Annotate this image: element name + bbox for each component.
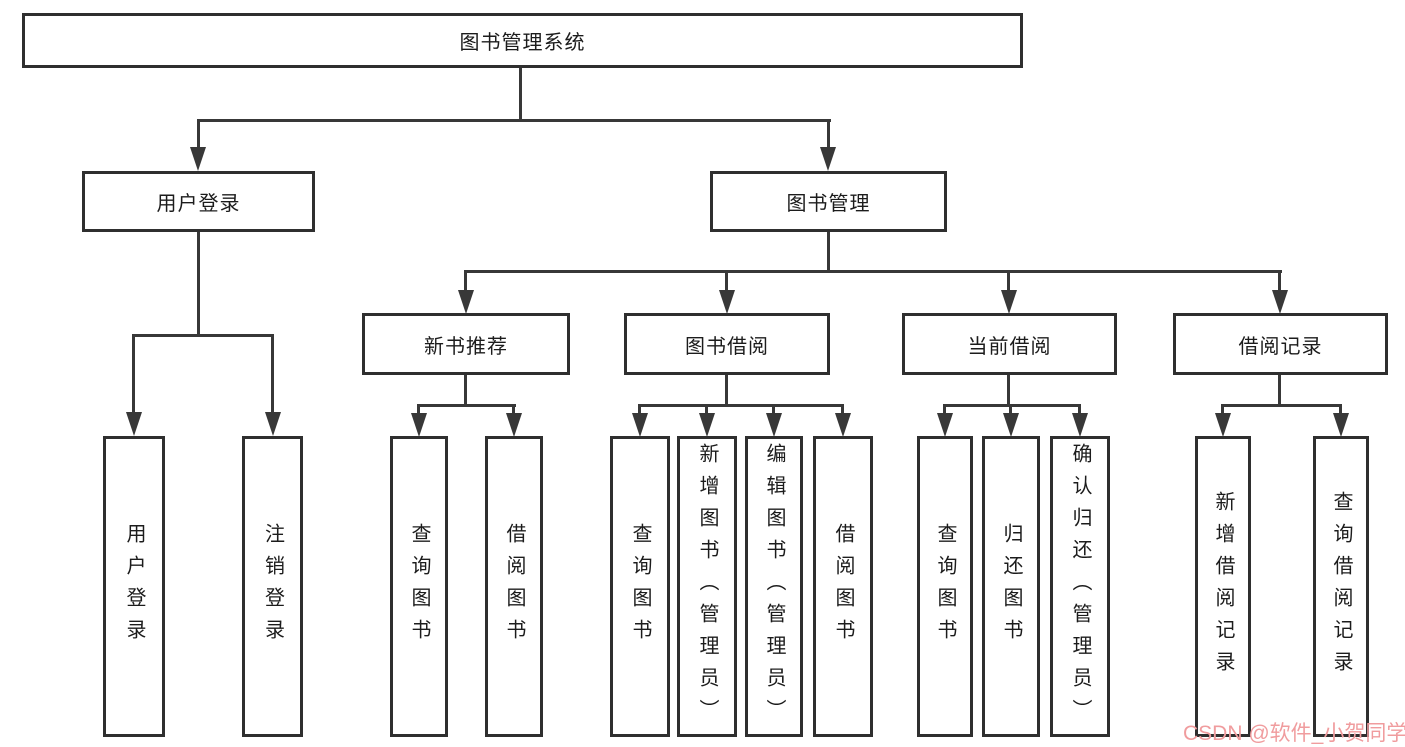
node-label: 查询借阅记录 bbox=[1330, 490, 1352, 683]
node-label: 查询图书 bbox=[934, 522, 956, 651]
node-label: 用户登录 bbox=[123, 522, 145, 651]
node-label: 归还图书 bbox=[1000, 522, 1022, 651]
leaf-query-books-current: 查询图书 bbox=[917, 436, 973, 737]
connector-vline bbox=[841, 404, 844, 416]
leaf-query-books-recommend: 查询图书 bbox=[390, 436, 448, 737]
connector-vline bbox=[827, 119, 830, 149]
connector-arrowhead bbox=[411, 413, 427, 437]
connector-hline bbox=[197, 119, 831, 122]
leaf-confirm-return-admin: 确认归还（管理员） bbox=[1050, 436, 1110, 737]
connector-vline bbox=[519, 68, 522, 122]
connector-arrowhead bbox=[1003, 413, 1019, 437]
connector-vline bbox=[512, 404, 515, 416]
node-label: 借阅图书 bbox=[503, 522, 525, 651]
node-label: 图书借阅 bbox=[685, 335, 769, 358]
connector-arrowhead bbox=[766, 413, 782, 437]
node-borrow-records: 借阅记录 bbox=[1173, 313, 1388, 375]
connector-arrowhead bbox=[1333, 413, 1349, 437]
connector-vline bbox=[1278, 375, 1281, 407]
leaf-add-books-admin: 新增图书（管理员） bbox=[677, 436, 737, 737]
connector-vline bbox=[1009, 404, 1012, 416]
watermark: CSDN @软件_小贺同学 bbox=[1183, 722, 1405, 745]
node-current-borrow: 当前借阅 bbox=[902, 313, 1117, 375]
node-book-management: 图书管理 bbox=[710, 171, 947, 232]
node-book-borrow: 图书借阅 bbox=[624, 313, 830, 375]
leaf-query-borrow-record: 查询借阅记录 bbox=[1313, 436, 1369, 737]
node-label: 借阅图书 bbox=[832, 522, 854, 651]
connector-vline bbox=[705, 404, 708, 416]
connector-hline bbox=[132, 334, 274, 337]
connector-vline bbox=[638, 404, 641, 416]
connector-arrowhead bbox=[1001, 290, 1017, 314]
node-label: 注销登录 bbox=[261, 522, 284, 651]
connector-arrowhead bbox=[632, 413, 648, 437]
connector-hline bbox=[464, 270, 1282, 273]
connector-vline bbox=[197, 232, 200, 337]
connector-arrowhead bbox=[835, 413, 851, 437]
connector-vline bbox=[1278, 270, 1281, 292]
connector-vline bbox=[1078, 404, 1081, 416]
connector-vline bbox=[197, 119, 200, 149]
node-label: 确认归还（管理员） bbox=[1069, 442, 1091, 731]
connector-vline bbox=[1007, 270, 1010, 292]
connector-vline bbox=[132, 334, 135, 414]
node-label: 当前借阅 bbox=[967, 335, 1052, 358]
connector-arrowhead bbox=[1072, 413, 1088, 437]
leaf-user-login: 用户登录 bbox=[103, 436, 165, 737]
node-label: 新书推荐 bbox=[424, 335, 508, 358]
node-label: 用户登录 bbox=[156, 193, 241, 215]
leaf-edit-books-admin: 编辑图书（管理员） bbox=[745, 436, 803, 737]
connector-hline bbox=[638, 404, 844, 407]
connector-vline bbox=[271, 334, 274, 414]
connector-arrowhead bbox=[126, 412, 142, 436]
connector-vline bbox=[1007, 375, 1010, 407]
connector-arrowhead bbox=[1215, 413, 1231, 437]
leaf-return-books: 归还图书 bbox=[982, 436, 1040, 737]
node-label: 借阅记录 bbox=[1238, 335, 1323, 358]
leaf-borrow-books-recommend: 借阅图书 bbox=[485, 436, 543, 737]
node-new-book-recommend: 新书推荐 bbox=[362, 313, 570, 375]
connector-vline bbox=[464, 375, 467, 407]
leaf-query-books-borrow: 查询图书 bbox=[610, 436, 670, 737]
connector-vline bbox=[1339, 404, 1342, 416]
connector-vline bbox=[1221, 404, 1224, 416]
node-user-login: 用户登录 bbox=[82, 171, 315, 232]
connector-arrowhead bbox=[265, 412, 281, 436]
connector-vline bbox=[417, 404, 420, 416]
connector-arrowhead bbox=[937, 413, 953, 437]
leaf-borrow-books: 借阅图书 bbox=[813, 436, 873, 737]
connector-arrowhead bbox=[1272, 290, 1288, 314]
connector-vline bbox=[725, 375, 728, 407]
connector-arrowhead bbox=[458, 290, 474, 314]
node-label: 查询图书 bbox=[629, 522, 651, 651]
connector-vline bbox=[772, 404, 775, 416]
node-label: 图书管理 bbox=[786, 193, 871, 215]
node-label: 新增图书（管理员） bbox=[696, 442, 718, 731]
connector-arrowhead bbox=[820, 147, 836, 171]
connector-hline bbox=[417, 404, 516, 407]
leaf-add-borrow-record: 新增借阅记录 bbox=[1195, 436, 1251, 737]
node-label: 图书管理系统 bbox=[459, 32, 586, 54]
connector-vline bbox=[943, 404, 946, 416]
node-label: 查询图书 bbox=[408, 522, 430, 651]
node-label: 编辑图书（管理员） bbox=[763, 442, 785, 731]
connector-vline bbox=[464, 270, 467, 292]
connector-vline bbox=[827, 232, 830, 272]
connector-arrowhead bbox=[719, 290, 735, 314]
connector-hline bbox=[1221, 404, 1342, 407]
connector-hline bbox=[943, 404, 1081, 407]
connector-vline bbox=[725, 270, 728, 292]
node-root: 图书管理系统 bbox=[22, 13, 1023, 68]
connector-arrowhead bbox=[699, 413, 715, 437]
leaf-logout: 注销登录 bbox=[242, 436, 303, 737]
connector-arrowhead bbox=[190, 147, 206, 171]
connector-arrowhead bbox=[506, 413, 522, 437]
node-label: 新增借阅记录 bbox=[1212, 490, 1234, 683]
